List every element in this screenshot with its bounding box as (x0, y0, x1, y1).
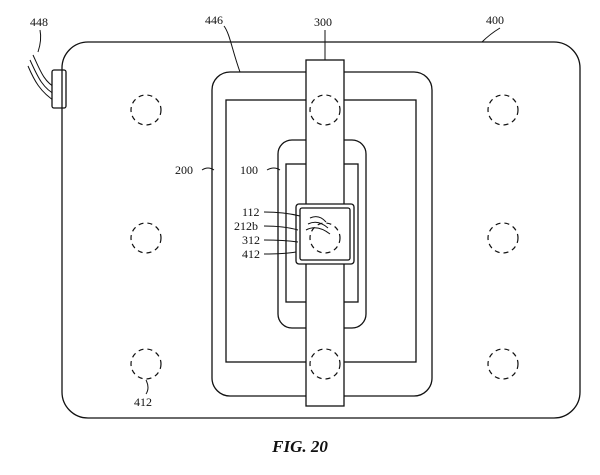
label-200: 200 (175, 163, 193, 177)
label-300: 300 (314, 15, 332, 29)
figure-caption: FIG. 20 (271, 437, 328, 456)
label-112: 112 (242, 205, 260, 219)
coil (487, 94, 519, 126)
label-312: 312 (242, 233, 260, 247)
coil (487, 222, 519, 254)
watch-body (295, 203, 355, 265)
coil (309, 94, 341, 126)
coil (487, 348, 519, 380)
charging-coils (130, 94, 519, 380)
label-100: 100 (240, 163, 258, 177)
label-412-watch: 412 (242, 247, 260, 261)
coil (130, 348, 162, 380)
coil (130, 94, 162, 126)
coil (130, 222, 162, 254)
coil (309, 222, 341, 254)
power-cable (27, 54, 67, 109)
charging-mat (61, 41, 581, 419)
label-400: 400 (486, 13, 504, 27)
leader-lines (37, 25, 501, 395)
label-212b: 212b (234, 219, 258, 233)
label-448: 448 (30, 15, 48, 29)
label-446: 446 (205, 13, 223, 27)
label-412-coil: 412 (134, 395, 152, 409)
coil (309, 348, 341, 380)
